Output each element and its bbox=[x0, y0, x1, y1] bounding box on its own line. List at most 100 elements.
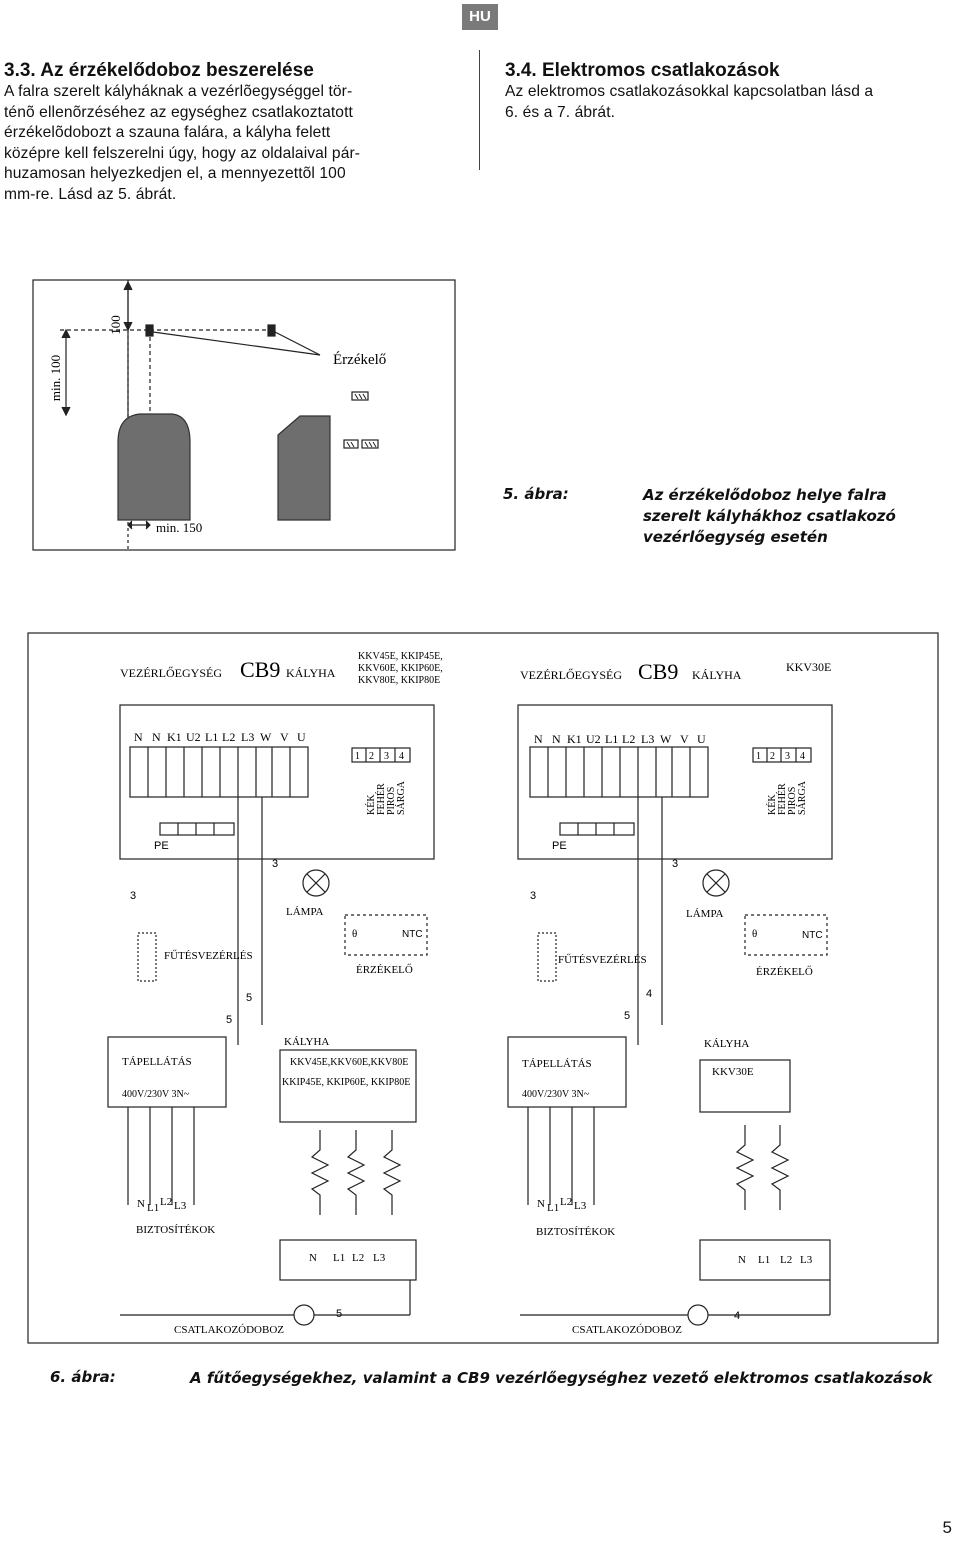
column-divider bbox=[479, 50, 480, 170]
svg-text:N: N bbox=[534, 732, 543, 746]
heater-right bbox=[277, 415, 331, 521]
supply-box-right bbox=[507, 1036, 627, 1108]
caption-line: szerelt kályhákhoz csatlakozó bbox=[643, 507, 896, 525]
heater-box-line1-left: KKV45E,KKV60E,KKV80E bbox=[290, 1057, 408, 1068]
figure-5-diagram: min. 100 100 Érzékelő min. 150 bbox=[32, 279, 456, 551]
terminal-label: N bbox=[152, 730, 161, 744]
svg-text:L3: L3 bbox=[574, 1200, 587, 1212]
lamp-symbol-left bbox=[302, 869, 330, 897]
svg-text:KKV30E: KKV30E bbox=[712, 1066, 754, 1078]
svg-text:L1: L1 bbox=[758, 1254, 770, 1266]
svg-text:ÉRZÉKELŐ: ÉRZÉKELŐ bbox=[756, 966, 813, 978]
voltage-label-left: 400V/230V 3N~ bbox=[122, 1089, 190, 1100]
model-label-right: KKV30E bbox=[786, 660, 831, 674]
control-unit-box-left bbox=[119, 704, 435, 860]
cable-count-label: 3 bbox=[130, 890, 136, 902]
cable-count-label: 5 bbox=[246, 992, 252, 1004]
svg-text:NTC: NTC bbox=[802, 930, 823, 941]
cable-count-label: 5 bbox=[226, 1014, 232, 1026]
svg-text:CSATLAKOZÓDOBOZ: CSATLAKOZÓDOBOZ bbox=[572, 1324, 682, 1336]
svg-text:N: N bbox=[137, 1198, 145, 1210]
cable-count-label: 3 bbox=[272, 858, 278, 870]
svg-text:L3: L3 bbox=[174, 1200, 187, 1212]
svg-text:FŰTÉSVEZÉRLÉS: FŰTÉSVEZÉRLÉS bbox=[558, 954, 647, 966]
body-line: mm-re. Lásd az 5. ábrát. bbox=[4, 185, 177, 203]
heater-box-line2-left: KKIP45E, KKIP60E, KKIP80E bbox=[282, 1077, 410, 1088]
sensor-terminal-label: 1 bbox=[355, 751, 360, 762]
supply-label-left: TÁPELLÁTÁS bbox=[122, 1056, 192, 1068]
section-3-4-title: 3.4. Elektromos csatlakozások bbox=[505, 60, 780, 81]
ntc-label-left: NTC bbox=[402, 929, 423, 940]
body-line: huzamosan helyezkedjen el, a mennyezettõ… bbox=[4, 165, 346, 183]
junction-terminal-left bbox=[279, 1239, 417, 1281]
svg-text:SÁRGA: SÁRGA bbox=[796, 780, 808, 815]
section-3-4-body: Az elektromos csatlakozásokkal kapcsolat… bbox=[505, 82, 957, 123]
heater-label-left: KÁLYHA bbox=[286, 666, 336, 680]
lamp-label-left: LÁMPA bbox=[286, 906, 324, 918]
figure-5-frame bbox=[32, 279, 456, 551]
terminal-label: K1 bbox=[167, 730, 182, 744]
svg-text:4: 4 bbox=[734, 1310, 740, 1322]
svg-text:4: 4 bbox=[800, 751, 805, 762]
models-line-3: KKV80E, KKIP80E bbox=[358, 675, 440, 686]
terminal-label: N bbox=[134, 730, 143, 744]
terminal-label: L3 bbox=[241, 730, 254, 744]
page-number: 5 bbox=[942, 1518, 952, 1537]
svg-text:L2: L2 bbox=[780, 1254, 792, 1266]
svg-text:3: 3 bbox=[785, 751, 790, 762]
body-line: ténõ ellenõrzéséhez az egységhez csatlak… bbox=[4, 103, 353, 121]
heater-label-right: KÁLYHA bbox=[692, 668, 742, 682]
heater-left bbox=[117, 413, 191, 521]
control-unit-label-left: VEZÉRLŐEGYSÉG bbox=[120, 666, 222, 680]
terminal-label: U bbox=[297, 730, 306, 744]
sensor-label: Érzékelő bbox=[333, 351, 386, 368]
dim-min100-label: min. 100 bbox=[48, 355, 63, 401]
svg-text:U2: U2 bbox=[586, 732, 601, 746]
heater-box-title-left: KÁLYHA bbox=[284, 1036, 329, 1048]
figure-6-caption-number: 6. ábra: bbox=[50, 1368, 116, 1386]
cb9-label-left: CB9 bbox=[240, 657, 280, 682]
pe-label-left: PE bbox=[154, 840, 169, 852]
control-unit-label-right: VEZÉRLŐEGYSÉG bbox=[520, 668, 622, 682]
control-unit-box-right bbox=[517, 704, 833, 860]
svg-text:K1: K1 bbox=[567, 732, 582, 746]
svg-text:4: 4 bbox=[646, 988, 652, 1000]
heater-box-left bbox=[279, 1049, 417, 1123]
figure-6-caption: A fűtőegységekhez, valamint a CB9 vezérl… bbox=[190, 1369, 933, 1387]
terminal-label: W bbox=[260, 730, 272, 744]
sensor-marker-left bbox=[145, 324, 154, 337]
section-3-3: 3.3. Az érzékelődoboz beszerelése A falr… bbox=[4, 60, 460, 206]
terminal-label: L1 bbox=[205, 730, 218, 744]
sensor-terminal-label: 4 bbox=[399, 751, 404, 762]
svg-text:L3: L3 bbox=[373, 1252, 386, 1264]
sensor-label-left: ÉRZÉKELŐ bbox=[356, 964, 413, 976]
sensor-terminal-label: 2 bbox=[369, 751, 374, 762]
language-badge: HU bbox=[462, 4, 498, 30]
svg-text:L1: L1 bbox=[605, 732, 618, 746]
wire-color-label: PIROS bbox=[386, 787, 397, 815]
wire-color-label: FEHÉR bbox=[375, 783, 387, 815]
svg-text:L1: L1 bbox=[147, 1202, 159, 1214]
heater-box-right bbox=[699, 1059, 791, 1113]
svg-text:L1: L1 bbox=[333, 1252, 345, 1264]
body-line: 6. és a 7. ábrát. bbox=[505, 103, 616, 121]
junction-terminal-right bbox=[699, 1239, 831, 1281]
svg-text:N: N bbox=[537, 1198, 545, 1210]
junction-circle-right bbox=[687, 1304, 709, 1326]
terminal-label: U2 bbox=[186, 730, 201, 744]
svg-text:U: U bbox=[697, 732, 706, 746]
svg-text:L3: L3 bbox=[641, 732, 654, 746]
figure-5-caption-number: 5. ábra: bbox=[503, 485, 569, 503]
svg-text:1: 1 bbox=[756, 751, 761, 762]
terminal-label: V bbox=[280, 730, 289, 744]
sensor-box-right bbox=[744, 914, 828, 956]
lamp-symbol-right bbox=[702, 869, 730, 897]
svg-text:2: 2 bbox=[770, 751, 775, 762]
sensor-terminal-label: 3 bbox=[384, 751, 389, 762]
svg-text:N: N bbox=[552, 732, 561, 746]
svg-text:TÁPELLÁTÁS: TÁPELLÁTÁS bbox=[522, 1058, 592, 1070]
svg-text:BIZTOSÍTÉKOK: BIZTOSÍTÉKOK bbox=[536, 1226, 615, 1238]
svg-text:FEHÉR: FEHÉR bbox=[776, 783, 788, 815]
svg-text:KÁLYHA: KÁLYHA bbox=[704, 1038, 749, 1050]
wire-color-label: KÉK bbox=[365, 794, 377, 815]
